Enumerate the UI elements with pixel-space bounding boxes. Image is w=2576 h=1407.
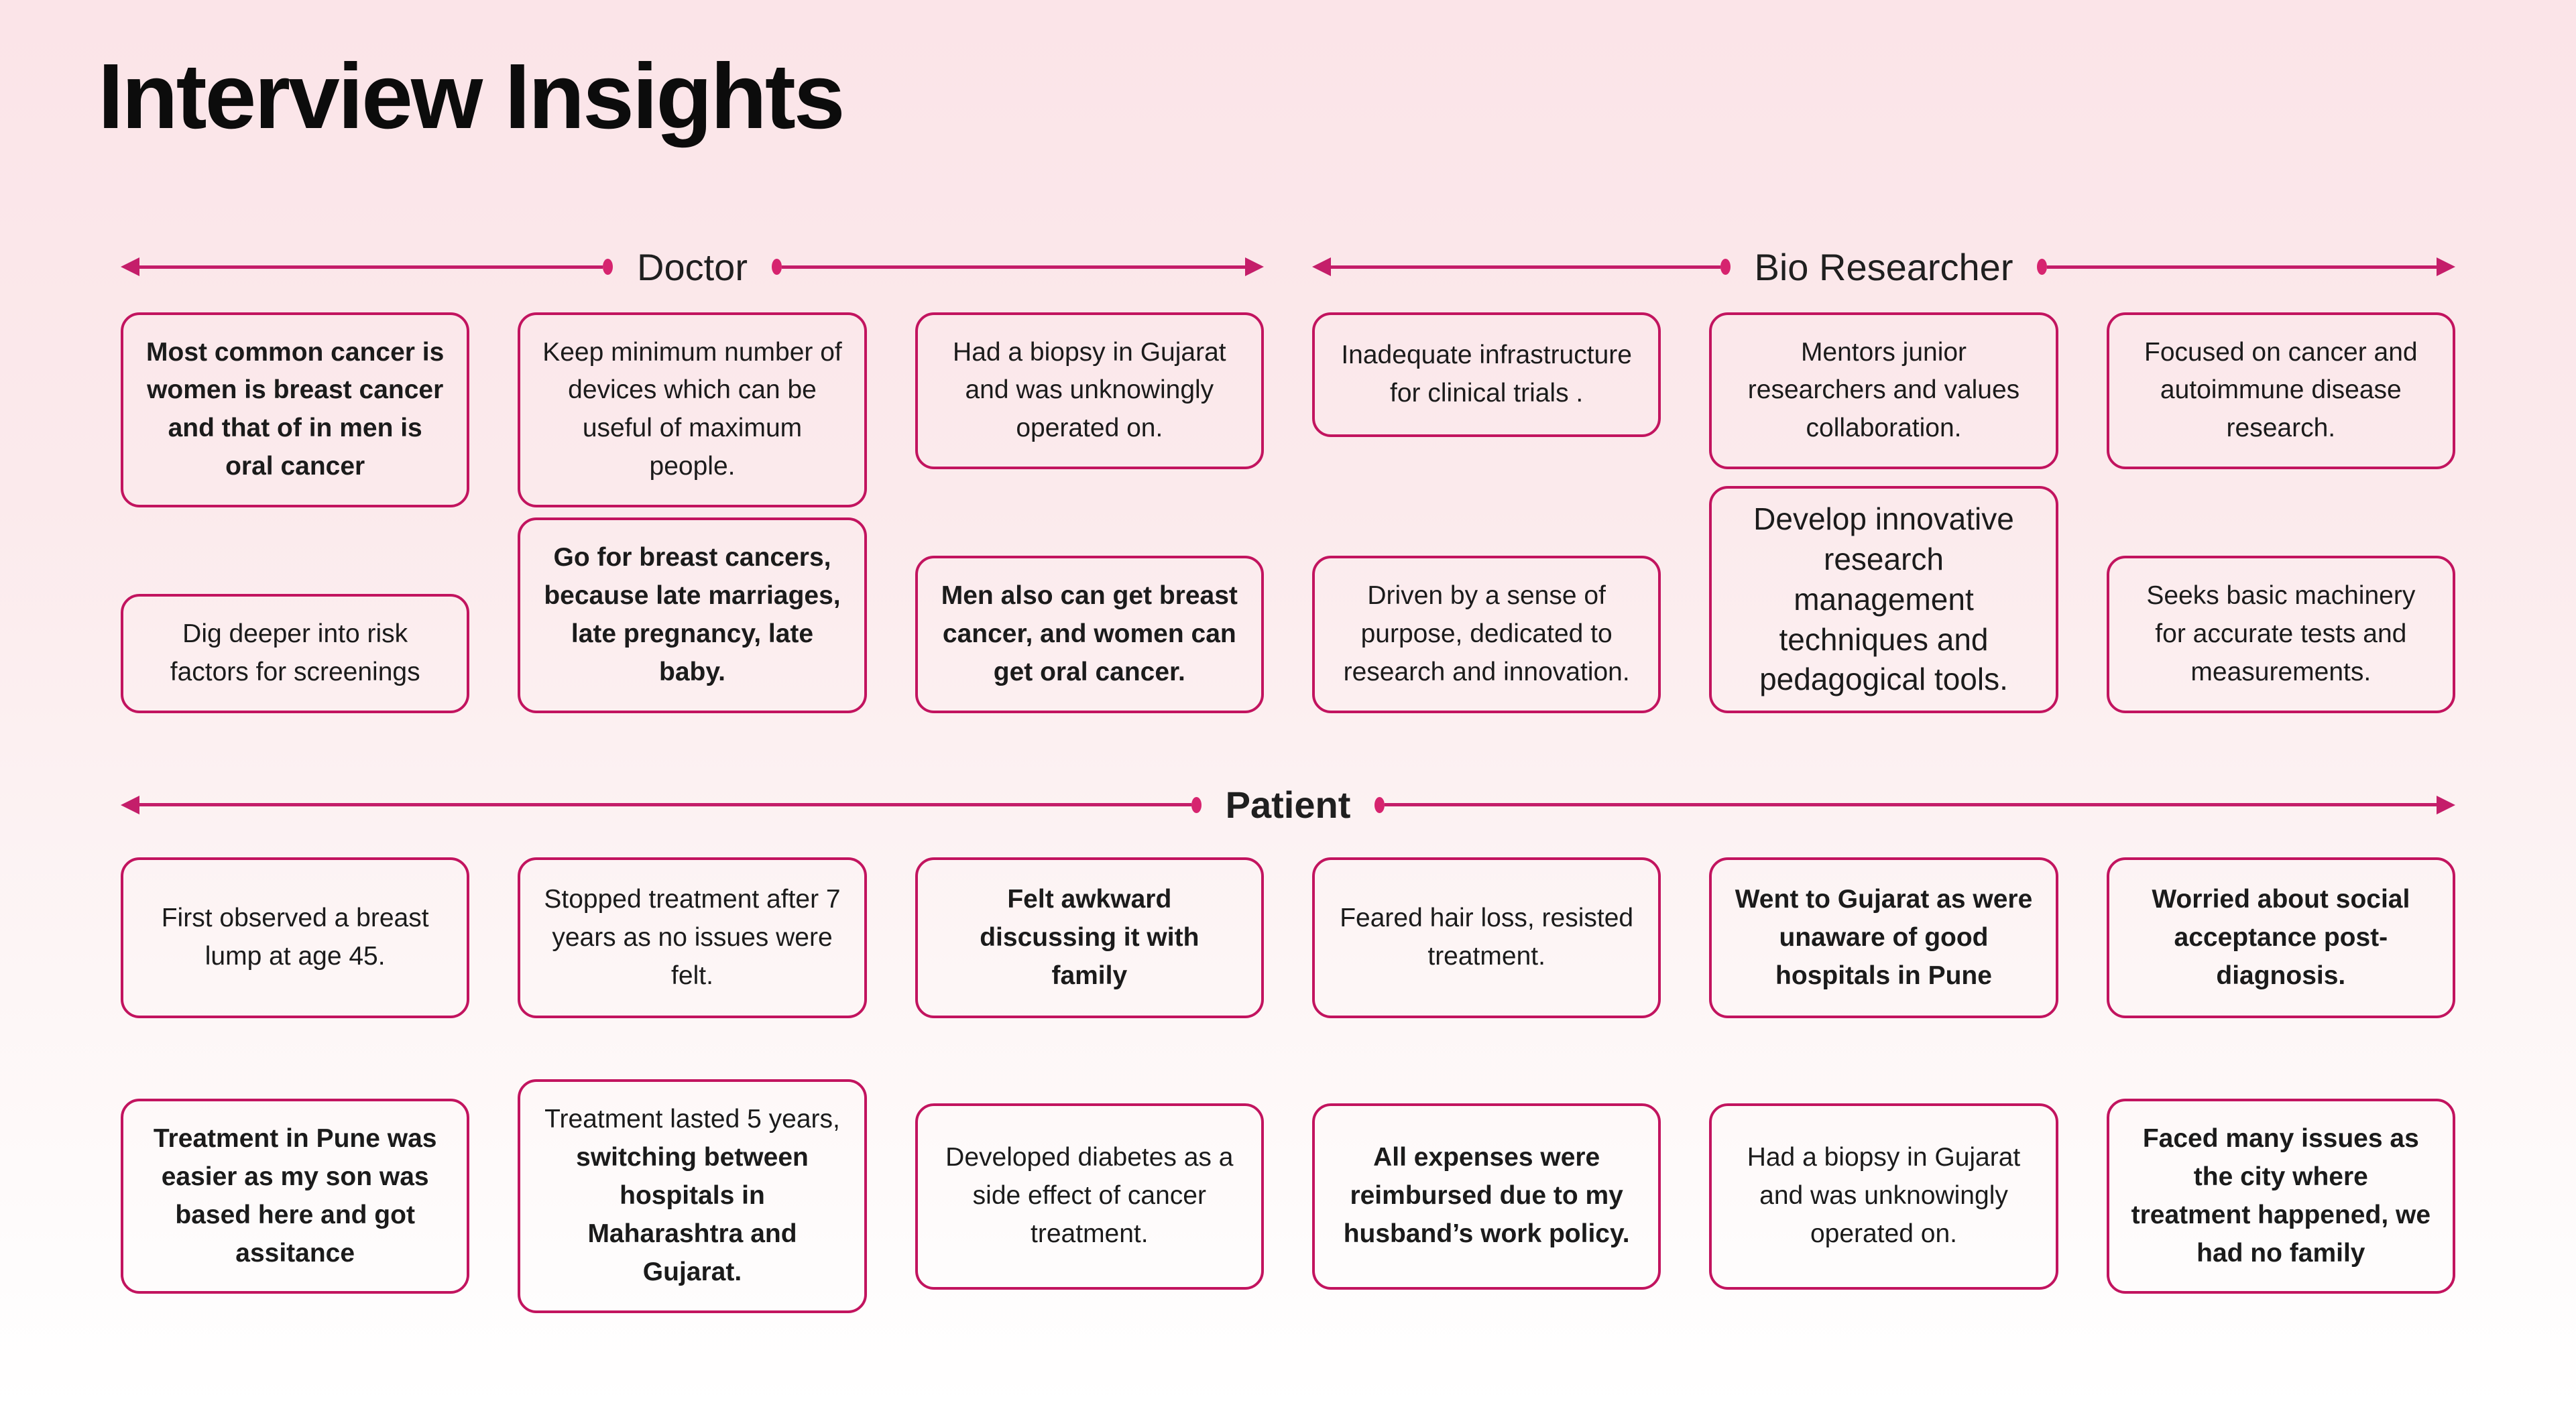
arrow-left-icon bbox=[121, 257, 139, 276]
arrow-dot-icon bbox=[771, 259, 782, 275]
patient-right-arrow bbox=[1374, 795, 2456, 814]
arrow-dot-icon bbox=[1191, 796, 1202, 813]
insight-card: Mentors junior researchers and values co… bbox=[1709, 312, 2058, 470]
insight-card: Treatment in Pune was easier as my son w… bbox=[121, 1098, 470, 1294]
insight-card: Driven by a sense of purpose, dedicated … bbox=[1311, 556, 1661, 714]
insight-card: Focused on cancer and autoimmune disease… bbox=[2106, 312, 2455, 470]
doctor-right-arrow bbox=[771, 257, 1264, 276]
insight-card: Develop innovative research management t… bbox=[1709, 486, 2058, 714]
insight-card: Worried about social acceptance post-dia… bbox=[2106, 857, 2455, 1019]
patient-section-header: Patient bbox=[121, 783, 2456, 827]
insight-card: Felt awkward discussing it with family bbox=[915, 857, 1264, 1019]
arrow-left-icon bbox=[121, 795, 139, 814]
patient-cards-row-1: First observed a breast lump at age 45. … bbox=[121, 857, 2455, 1019]
arrow-left-icon bbox=[1312, 257, 1331, 276]
bio-researcher-left-arrow bbox=[1312, 257, 1731, 276]
insight-card: Faced many issues as the city where trea… bbox=[2106, 1098, 2455, 1294]
bio-researcher-section-header: Bio Researcher bbox=[1312, 245, 2455, 289]
page-title: Interview Insights bbox=[98, 45, 845, 148]
insight-card: All expenses were reimbursed due to my h… bbox=[1311, 1103, 1661, 1290]
doctor-section-label: Doctor bbox=[637, 245, 748, 288]
insight-card: Men also can get breast cancer, and wome… bbox=[915, 556, 1264, 714]
doctor-left-arrow bbox=[121, 257, 613, 276]
insight-card: Feared hair loss, resisted treatment. bbox=[1311, 857, 1661, 1019]
doctor-bio-cards-row-2: Dig deeper into risk factors for screeni… bbox=[121, 486, 2455, 714]
arrow-dot-icon bbox=[603, 259, 613, 275]
insight-card: Dig deeper into risk factors for screeni… bbox=[121, 594, 470, 714]
arrow-dot-icon bbox=[2037, 259, 2048, 275]
doctor-bio-cards-row-1: Most common cancer is women is breast ca… bbox=[121, 312, 2455, 508]
patient-cards-row-2: Treatment in Pune was easier as my son w… bbox=[121, 1079, 2455, 1313]
bio-researcher-right-arrow bbox=[2037, 257, 2455, 276]
patient-left-arrow bbox=[121, 795, 1202, 814]
insight-card: Stopped treatment after 7 years as no is… bbox=[518, 857, 867, 1019]
arrow-dot-icon bbox=[1374, 796, 1385, 813]
insight-card: Had a biopsy in Gujarat and was unknowin… bbox=[915, 312, 1264, 470]
card-text-regular: Treatment lasted 5 years, bbox=[544, 1105, 840, 1134]
insight-card: Treatment lasted 5 years, switching betw… bbox=[518, 1079, 867, 1313]
arrow-dot-icon bbox=[1720, 259, 1731, 275]
insight-card: Keep minimum number of devices which can… bbox=[518, 312, 867, 508]
insight-card: Most common cancer is women is breast ca… bbox=[121, 312, 470, 508]
insight-card: Inadequate infrastructure for clinical t… bbox=[1311, 312, 1661, 437]
doctor-section-header: Doctor bbox=[121, 245, 1264, 289]
bio-researcher-section-label: Bio Researcher bbox=[1754, 245, 2013, 288]
arrow-right-icon bbox=[1245, 257, 1264, 276]
insight-card: Seeks basic machinery for accurate tests… bbox=[2106, 556, 2455, 714]
insight-card: Developed diabetes as a side effect of c… bbox=[915, 1103, 1264, 1290]
insight-card: First observed a breast lump at age 45. bbox=[121, 857, 470, 1019]
card-text-bold: switching between hospitals in Maharasht… bbox=[576, 1143, 809, 1286]
insight-card: Had a biopsy in Gujarat and was unknowin… bbox=[1709, 1103, 2058, 1290]
patient-section-label: Patient bbox=[1225, 784, 1351, 827]
arrow-right-icon bbox=[2437, 795, 2456, 814]
arrow-right-icon bbox=[2437, 257, 2455, 276]
insight-card: Went to Gujarat as were unaware of good … bbox=[1709, 857, 2058, 1019]
section-headers-row: Doctor Bio Researcher bbox=[121, 245, 2455, 289]
insight-card: Go for breast cancers, because late marr… bbox=[518, 517, 867, 714]
